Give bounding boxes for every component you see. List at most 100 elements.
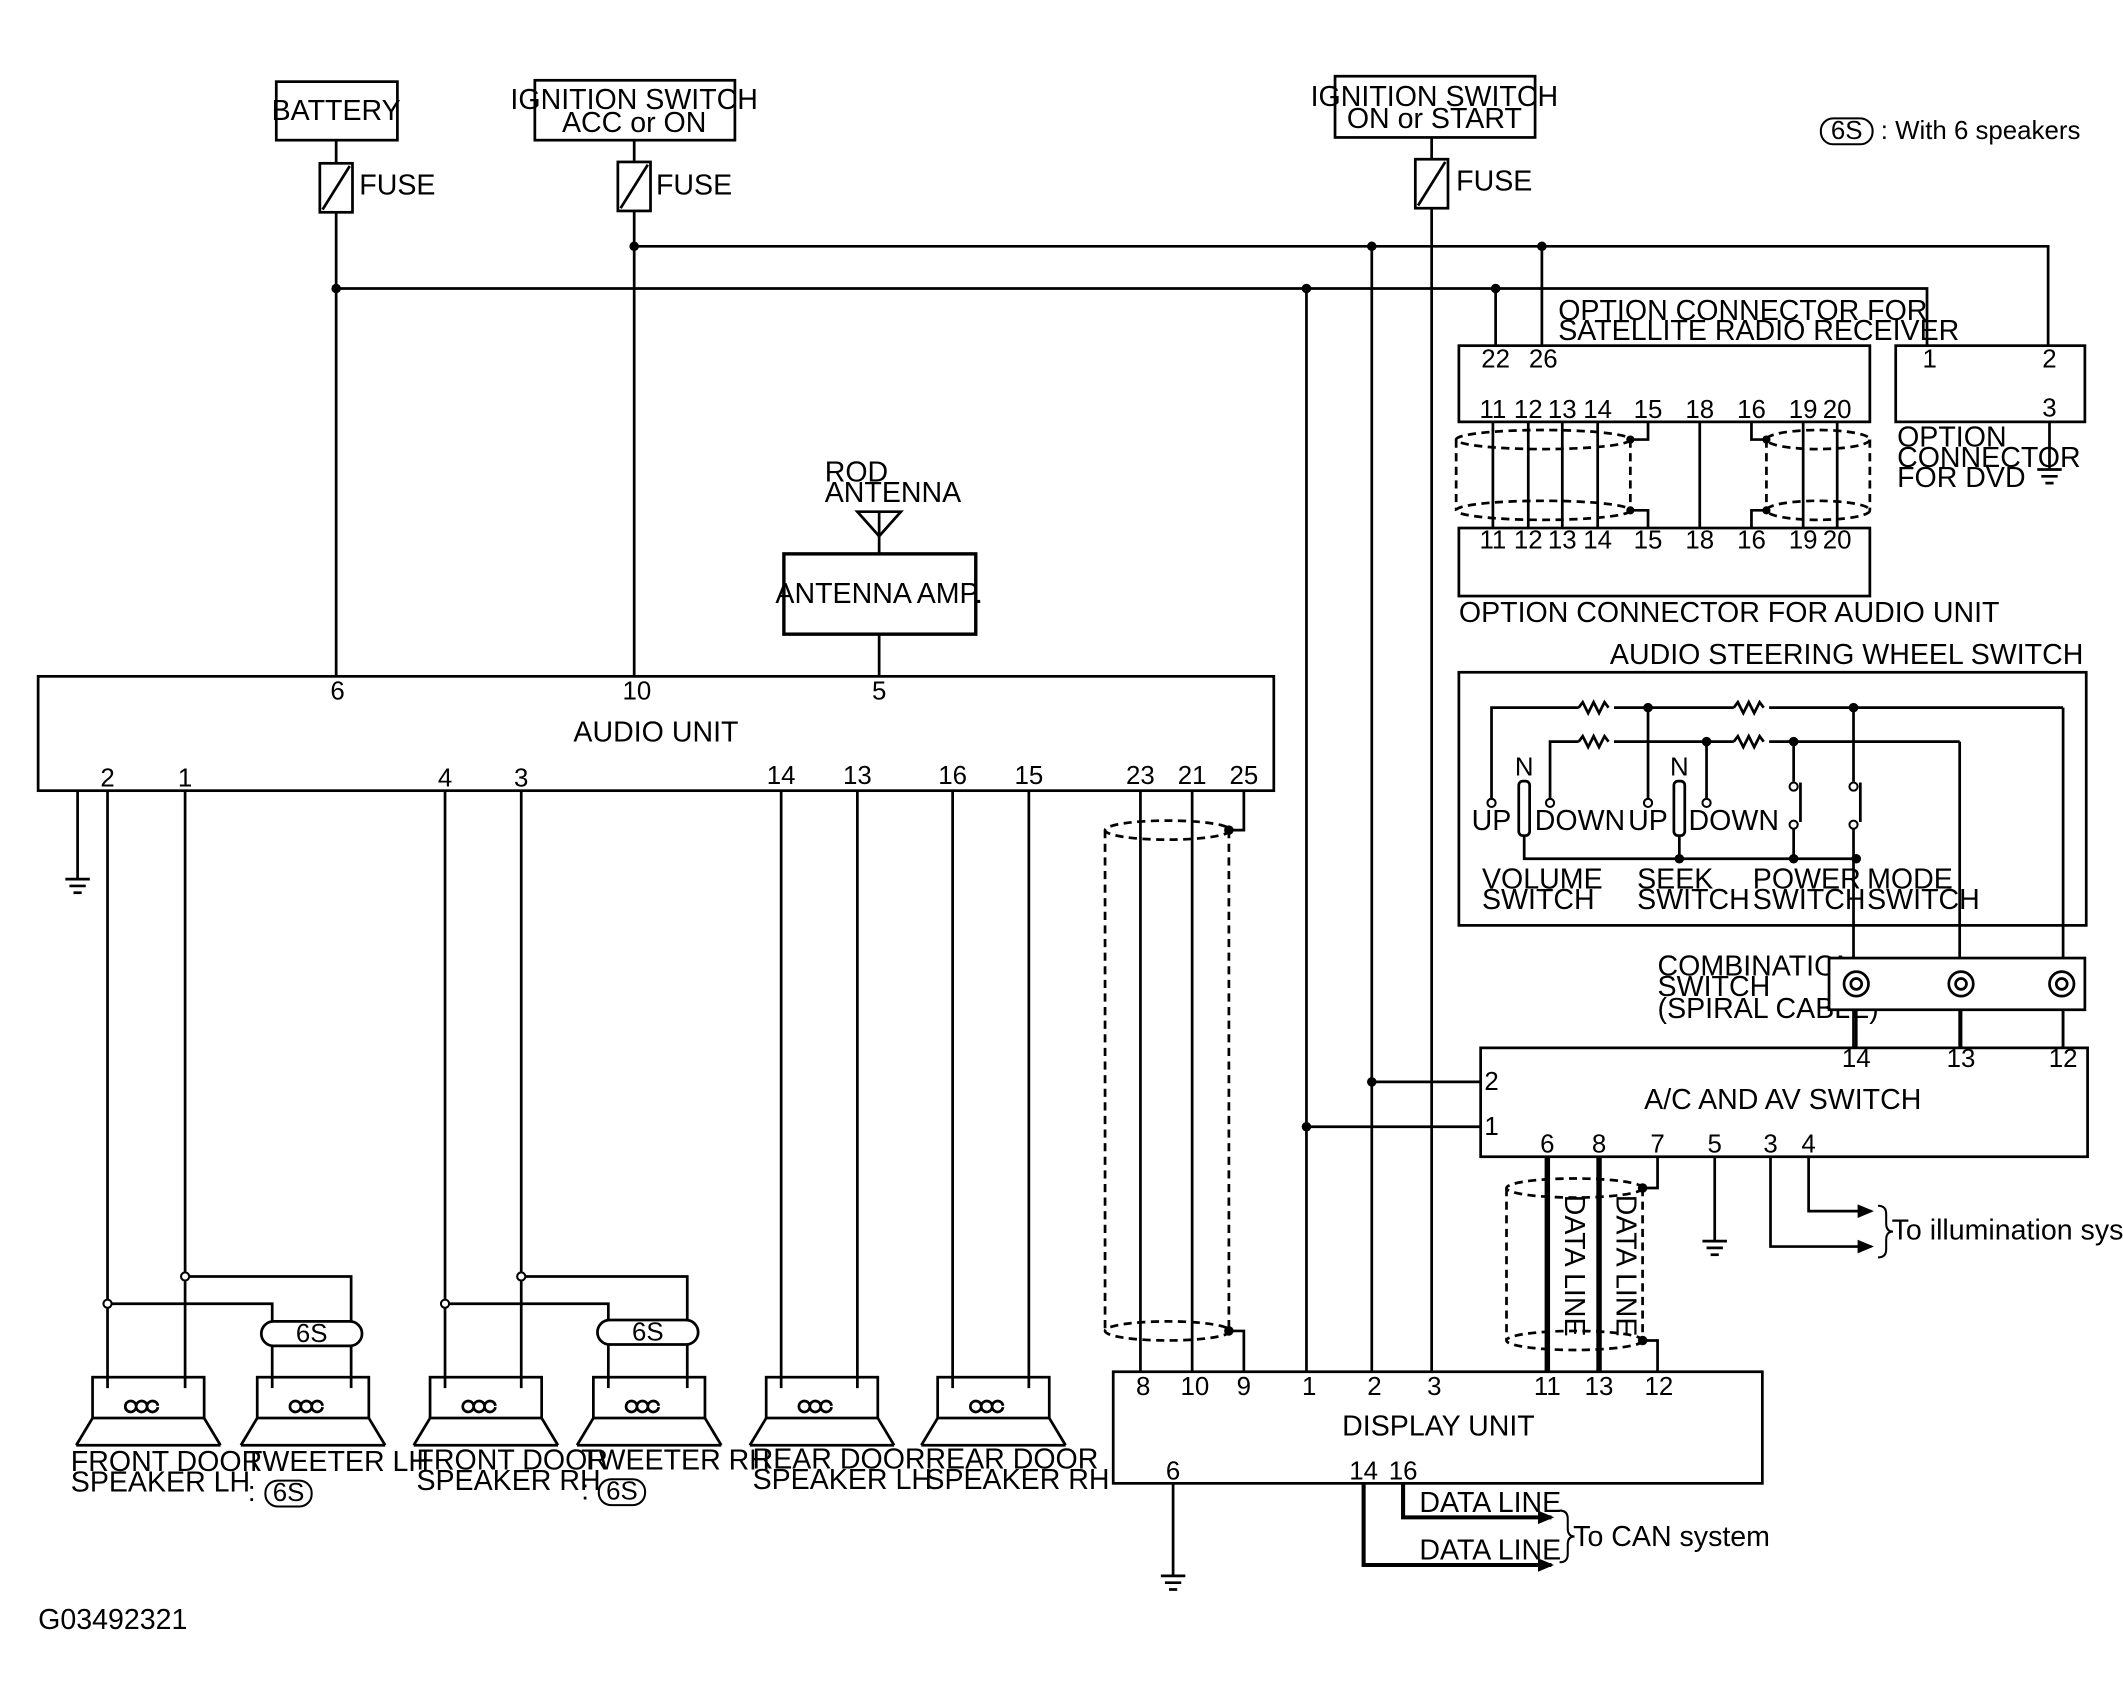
svg-text:18: 18	[1685, 396, 1714, 424]
option-audio-label: OPTION CONNECTOR FOR AUDIO UNIT	[1459, 597, 2000, 629]
tweeter-rh-6s-badge: 6S	[596, 1318, 700, 1346]
ground-icon	[1160, 1574, 1186, 1591]
svg-text:16: 16	[1389, 1457, 1418, 1485]
svg-text:SWITCH: SWITCH	[1482, 884, 1595, 916]
speaker-coil-icon	[969, 1399, 1005, 1414]
ignition-acc-label-1: IGNITION SWITCH	[510, 84, 758, 116]
data-line-label: DATA LINE	[1558, 1195, 1590, 1337]
steering-title: AUDIO STEERING WHEEL SWITCH	[1610, 639, 2083, 671]
ground-icon	[65, 877, 90, 895]
rod-antenna-label-1: ROD	[825, 457, 888, 489]
mode-switch-label: MODE	[1867, 864, 1953, 896]
svg-text:6: 6	[1540, 1131, 1554, 1159]
data-line-label: DATA LINE	[1419, 1535, 1561, 1567]
audio-pin-15: 15	[1014, 762, 1043, 790]
audio-pin-4: 4	[438, 765, 452, 793]
svg-text:3: 3	[2042, 394, 2056, 422]
svg-text:13: 13	[1548, 396, 1577, 424]
front-rh-label-2: SPEAKER RH	[416, 1465, 600, 1497]
svg-text:3: 3	[1427, 1373, 1441, 1401]
shielded-video-wires	[1103, 790, 1246, 1372]
audio-pin-3: 3	[514, 765, 528, 793]
resistor-icon	[1577, 699, 1610, 717]
fuse-label: FUSE	[1456, 166, 1532, 198]
audio-pin-16: 16	[938, 762, 967, 790]
svg-text:12: 12	[1514, 396, 1543, 424]
tweeter-lh-badge: 6S	[273, 1479, 305, 1507]
svg-text::: :	[248, 1476, 256, 1508]
svg-text:2: 2	[1484, 1068, 1498, 1096]
svg-text:19: 19	[1789, 526, 1818, 554]
svg-text:N: N	[1670, 754, 1689, 782]
seek-switch-icon	[1672, 779, 1687, 837]
svg-text:14: 14	[1842, 1045, 1871, 1073]
front-lh-label-2: SPEAKER LH	[71, 1467, 250, 1499]
volume-switch-label: VOLUME	[1482, 864, 1603, 896]
svg-text:11: 11	[1479, 396, 1506, 424]
to-illumination-label: To illumination system	[1892, 1215, 2123, 1247]
rear-lh-label-1: REAR DOOR	[753, 1443, 926, 1475]
svg-text:16: 16	[1737, 526, 1766, 554]
svg-text:6: 6	[1166, 1457, 1180, 1485]
ignition-start-source: IGNITION SWITCH ON or START FUSE	[1311, 74, 1558, 1372]
audio-pin-23: 23	[1126, 762, 1155, 790]
rod-antenna: ROD ANTENNA ANTENNA AMP.	[775, 457, 983, 677]
ac-av-label: A/C AND AV SWITCH	[1644, 1084, 1921, 1116]
svg-text:14: 14	[1583, 526, 1612, 554]
rod-antenna-label-2: ANTENNA	[825, 477, 961, 509]
speaker-coil-icon	[123, 1399, 160, 1414]
resistor-icon	[1732, 699, 1765, 717]
speaker-coil-icon	[288, 1399, 324, 1414]
rear-lh-label-2: SPEAKER LH	[753, 1464, 932, 1496]
junction-dots	[331, 241, 1547, 1132]
data-line-label: DATA LINE	[1610, 1195, 1642, 1337]
antenna-amp-label: ANTENNA AMP.	[775, 578, 982, 610]
legend-badge: 6S	[1831, 117, 1863, 145]
figure-id: G03492321	[38, 1604, 187, 1636]
resistor-icon	[1577, 733, 1610, 751]
display-unit-label: DISPLAY UNIT	[1342, 1411, 1535, 1443]
audio-pin-21: 21	[1178, 762, 1207, 790]
svg-text:7: 7	[1650, 1131, 1664, 1159]
svg-text:OPTION: OPTION	[1897, 421, 2007, 453]
power-switch-label: POWER	[1753, 864, 1861, 896]
option-connector-satellite: OPTION CONNECTOR FOR SATELLITE RADIO REC…	[1457, 295, 1959, 424]
svg-text:12: 12	[1645, 1373, 1674, 1401]
audio-pin-13: 13	[843, 762, 872, 790]
svg-text:4: 4	[1801, 1131, 1815, 1159]
svg-text:19: 19	[1789, 396, 1818, 424]
svg-text:6S: 6S	[632, 1318, 664, 1346]
rear-door-speaker-rh	[920, 1375, 1067, 1447]
svg-text:1: 1	[1923, 345, 1937, 373]
svg-text:13: 13	[1585, 1373, 1614, 1401]
svg-text:15: 15	[1634, 396, 1663, 424]
to-can-label: To CAN system	[1573, 1521, 1770, 1553]
tweeter-rh-badge: 6S	[606, 1478, 638, 1506]
svg-text:5: 5	[1708, 1131, 1722, 1159]
fuse-label: FUSE	[359, 170, 435, 202]
tweeter-rh	[575, 1375, 723, 1447]
svg-text:FOR DVD: FOR DVD	[1897, 462, 2026, 494]
audio-unit-label: AUDIO UNIT	[573, 717, 738, 749]
speaker-coil-icon	[797, 1399, 833, 1414]
front-lh-label-1: FRONT DOOR	[71, 1446, 262, 1478]
svg-text:10: 10	[1180, 1373, 1209, 1401]
can-data-lines	[1171, 1483, 1575, 1576]
tweeter-lh-6s-badge: 6S	[259, 1320, 364, 1348]
svg-text:UP: UP	[1628, 805, 1668, 837]
svg-text:13: 13	[1548, 526, 1577, 554]
svg-text:20: 20	[1823, 526, 1852, 554]
rear-rh-label-1: REAR DOOR	[925, 1443, 1098, 1475]
svg-text:8: 8	[1592, 1131, 1606, 1159]
svg-text:26: 26	[1529, 345, 1558, 373]
ground-icon	[1702, 1239, 1727, 1257]
svg-text:N: N	[1515, 754, 1534, 782]
resistor-icon	[1732, 733, 1765, 751]
front-rh-label-1: FRONT DOOR	[416, 1445, 607, 1477]
svg-text:14: 14	[1349, 1457, 1378, 1485]
svg-text:22: 22	[1481, 345, 1510, 373]
audio-pin-6: 6	[330, 677, 344, 705]
combination-switch: COMBINATION SWITCH (SPIRAL CABLE)	[1658, 951, 2087, 1048]
audio-pin-5: 5	[872, 677, 886, 705]
